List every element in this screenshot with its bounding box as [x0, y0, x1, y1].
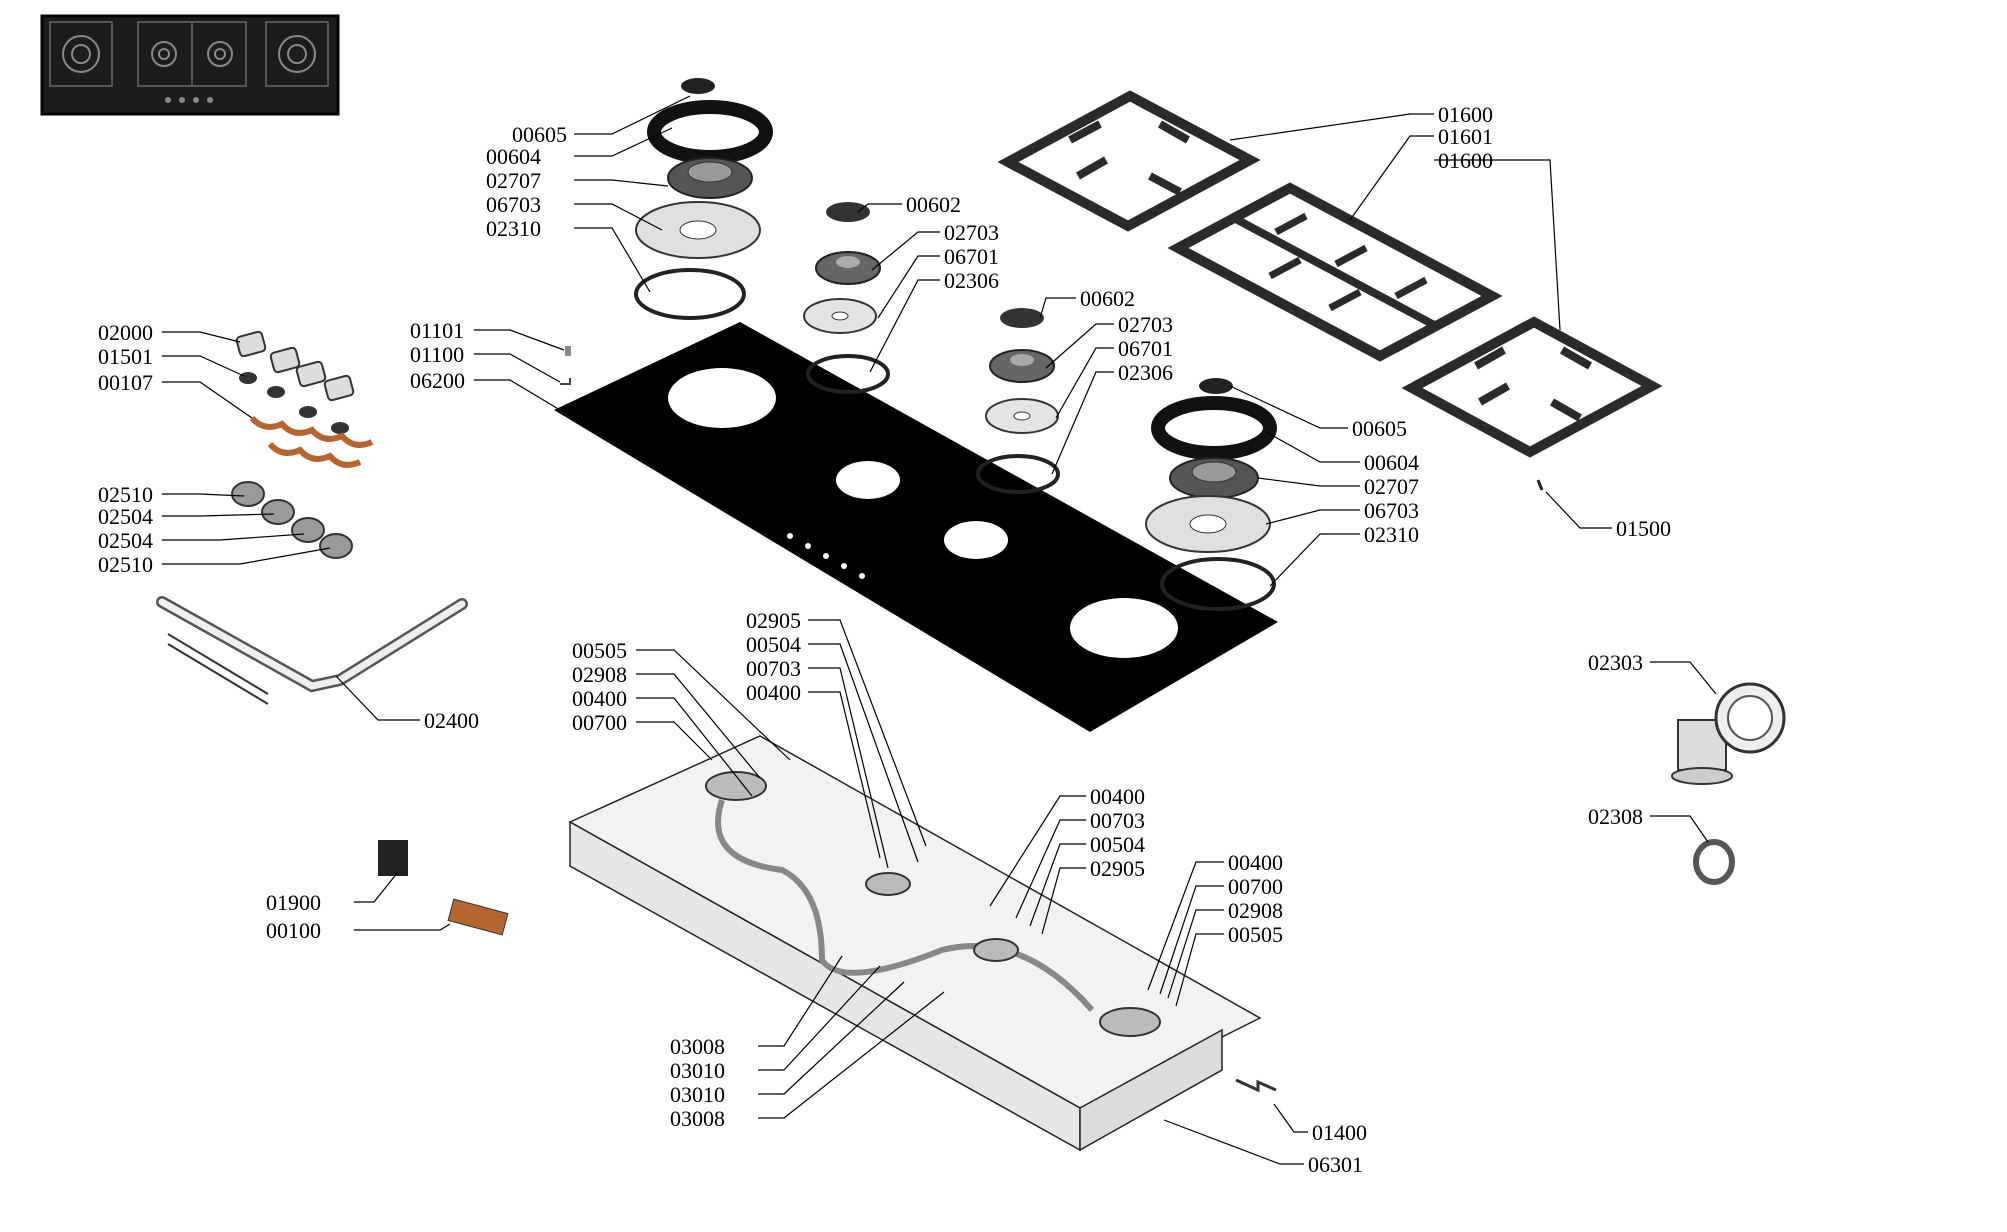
label-00400-left: 00400	[572, 686, 627, 711]
burner-large-left	[634, 78, 773, 320]
label-00605-right: 00605	[1352, 416, 1407, 441]
label-06200: 06200	[410, 368, 465, 393]
part-labels: 00605 00604 02707 06703 02310 00602 0270…	[98, 102, 1671, 1177]
label-00700-right: 00700	[1228, 874, 1283, 899]
label-02703-1: 02703	[944, 220, 999, 245]
bottom-tray	[568, 735, 1262, 1152]
label-02400: 02400	[424, 708, 479, 733]
label-00504-center: 00504	[1090, 832, 1145, 857]
label-06703-left: 06703	[486, 192, 541, 217]
fixing-clips	[560, 346, 571, 385]
ignition-unit	[378, 840, 509, 936]
label-00400-right: 00400	[1228, 850, 1283, 875]
label-02303: 02303	[1588, 650, 1643, 675]
burner-small-1	[803, 202, 890, 394]
valve-springs	[249, 415, 374, 468]
label-03008-a: 03008	[670, 1034, 725, 1059]
label-00400-mid: 00400	[746, 680, 801, 705]
burner-small-2	[976, 308, 1060, 494]
label-02310-left: 02310	[486, 216, 541, 241]
label-03010-a: 03010	[670, 1058, 725, 1083]
label-06703-right: 06703	[1364, 498, 1419, 523]
label-02000: 02000	[98, 320, 153, 345]
label-01100: 01100	[410, 342, 464, 367]
label-01500: 01500	[1616, 516, 1671, 541]
knob-bezels	[239, 372, 349, 434]
label-02510-b: 02510	[98, 552, 153, 577]
label-02310-right: 02310	[1364, 522, 1419, 547]
label-02306-2: 02306	[1118, 360, 1173, 385]
label-02504-a: 02504	[98, 504, 153, 529]
gas-inlet-elbow	[1671, 682, 1786, 785]
label-01501: 01501	[98, 344, 153, 369]
sealing-washer	[1693, 839, 1735, 885]
label-01601: 01601	[1438, 124, 1493, 149]
label-02908-left: 02908	[572, 662, 627, 687]
label-06301: 06301	[1308, 1152, 1363, 1177]
label-02905-mid: 02905	[746, 608, 801, 633]
label-01400: 01400	[1312, 1120, 1367, 1145]
label-06701-2: 06701	[1118, 336, 1173, 361]
label-00703-center: 00703	[1090, 808, 1145, 833]
label-00602-2: 00602	[1080, 286, 1135, 311]
label-00400-center: 00400	[1090, 784, 1145, 809]
label-06701-1: 06701	[944, 244, 999, 269]
pan-support-middle	[1167, 182, 1503, 362]
label-02707-right: 02707	[1364, 474, 1419, 499]
label-02308: 02308	[1588, 804, 1643, 829]
label-00107: 00107	[98, 370, 153, 395]
label-02905-center: 02905	[1090, 856, 1145, 881]
label-03010-b: 03010	[670, 1082, 725, 1107]
label-00504-mid: 00504	[746, 632, 801, 657]
label-02504-b: 02504	[98, 528, 153, 553]
label-00703-mid: 00703	[746, 656, 801, 681]
gas-manifold-pipe	[156, 596, 468, 705]
label-00700-left: 00700	[572, 710, 627, 735]
label-01900: 01900	[266, 890, 321, 915]
hob-preview-thumbnail	[40, 14, 340, 116]
label-00604-left: 00604	[486, 144, 541, 169]
tray-bracket-01400	[1235, 1078, 1277, 1093]
pan-support-left	[997, 90, 1261, 232]
label-02707-left: 02707	[486, 168, 541, 193]
label-00505-right: 00505	[1228, 922, 1283, 947]
label-00605-left: 00605	[512, 122, 567, 147]
label-02510-a: 02510	[98, 482, 153, 507]
label-01600-b: 01600	[1438, 148, 1493, 173]
label-00602-1: 00602	[906, 192, 961, 217]
label-03008-b: 03008	[670, 1106, 725, 1131]
burner-large-right	[1145, 378, 1277, 611]
pan-support-right	[1401, 316, 1663, 458]
label-00505-left: 00505	[572, 638, 627, 663]
label-00100: 00100	[266, 918, 321, 943]
grate-foot-01500	[1536, 479, 1544, 491]
glass-top-plate	[554, 322, 1278, 732]
leader-lines	[162, 95, 1717, 1165]
control-knobs	[235, 330, 355, 402]
label-00604-right: 00604	[1364, 450, 1419, 475]
label-02306-1: 02306	[944, 268, 999, 293]
label-02908-right: 02908	[1228, 898, 1283, 923]
label-02703-2: 02703	[1118, 312, 1173, 337]
label-01101: 01101	[410, 318, 464, 343]
label-01600-a: 01600	[1438, 102, 1493, 127]
gas-valves	[231, 481, 353, 559]
